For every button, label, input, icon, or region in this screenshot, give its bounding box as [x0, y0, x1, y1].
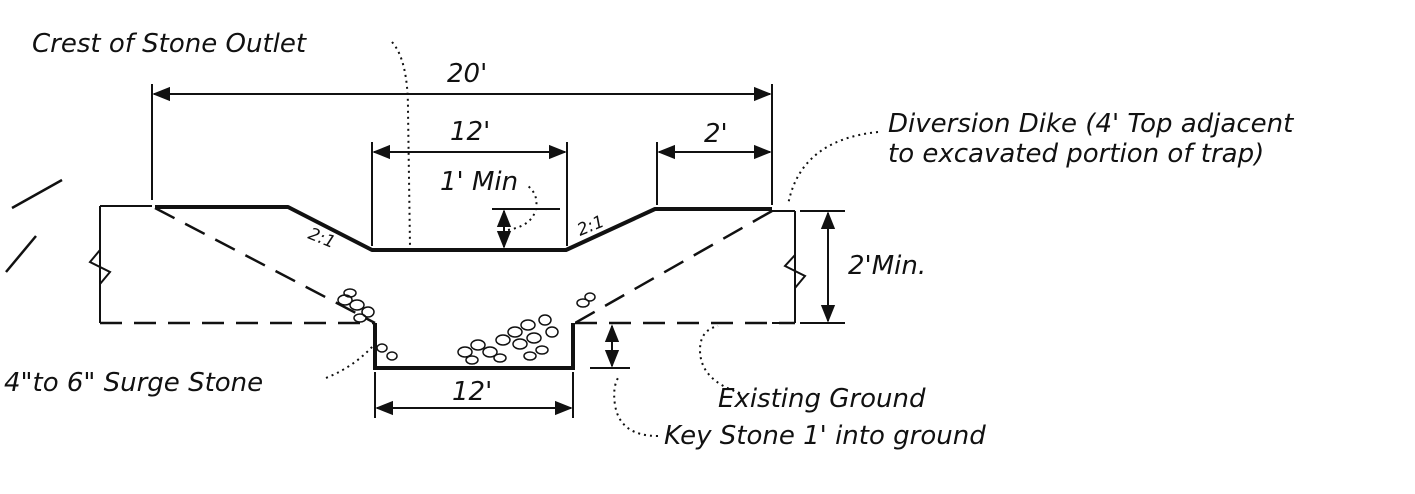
dim-crest-width	[371, 142, 568, 246]
leader-lines	[325, 41, 879, 437]
break-symbol-left	[88, 249, 112, 285]
dim-right-top-label: 2'	[704, 119, 728, 149]
key-stone-label: Key Stone 1' into ground	[664, 421, 986, 451]
dim-dike-height-label: 2'Min.	[848, 251, 926, 281]
crest-label: Crest of Stone Outlet	[32, 29, 307, 59]
leader-diversion	[787, 131, 879, 206]
slope-right-label: 2:1	[574, 212, 607, 241]
dim-key-depth	[590, 324, 630, 369]
excavation-slopes	[154, 206, 773, 325]
surge-stones	[337, 288, 596, 365]
key-trench	[373, 323, 575, 370]
dim-bottom-width-label: 12'	[452, 377, 492, 407]
dim-bottom-width	[374, 372, 574, 418]
dim-right-top	[656, 142, 772, 205]
dim-overall-top-label: 20'	[447, 59, 487, 89]
leader-surge-stone	[325, 339, 379, 379]
dike-outline	[99, 205, 796, 324]
diversion-label-line2: to excavated portion of trap)	[888, 139, 1264, 169]
leader-existing-ground	[698, 325, 741, 394]
leader-key-stone	[613, 374, 659, 437]
dim-crest-width-label: 12'	[450, 117, 490, 147]
leader-crest	[391, 41, 411, 247]
stray-mark-top	[11, 178, 63, 210]
dim-crest-depth	[492, 185, 560, 249]
stone-outlet-crest	[155, 205, 772, 252]
existing-ground-label: Existing Ground	[718, 384, 926, 414]
surge-stone-label: 4"to 6" Surge Stone	[4, 368, 263, 398]
dim-crest-depth-label: 1' Min	[440, 167, 518, 197]
dim-dike-height	[800, 210, 845, 324]
stray-mark-bottom	[5, 235, 37, 273]
diversion-label-line1: Diversion Dike (4' Top adjacent	[888, 109, 1294, 139]
dim-overall-top	[151, 84, 773, 205]
break-symbol-right	[783, 254, 807, 289]
